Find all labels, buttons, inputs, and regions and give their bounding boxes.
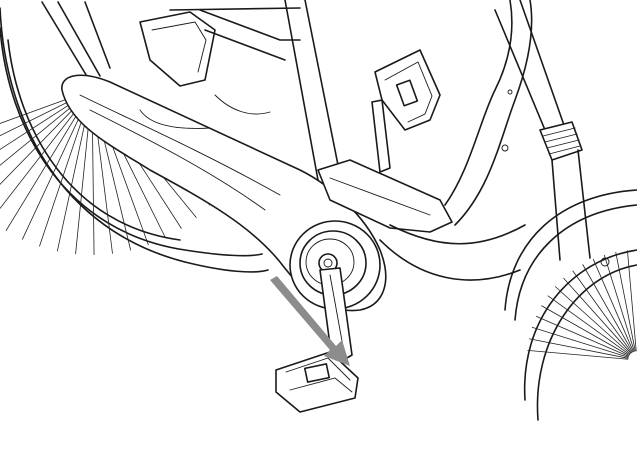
spoke — [21, 101, 87, 240]
spoke — [531, 326, 629, 358]
spoke — [529, 338, 629, 359]
spoke — [627, 250, 637, 352]
spoke — [0, 96, 82, 150]
upper-crank-arm — [371, 99, 391, 173]
spoke — [0, 100, 85, 210]
spoke — [563, 277, 632, 354]
fork-bolt — [600, 257, 610, 267]
spoke — [0, 99, 84, 185]
spoke — [554, 286, 631, 355]
spoke — [0, 98, 83, 166]
spoke — [0, 94, 80, 124]
spoke — [39, 102, 89, 247]
headset-spring — [539, 121, 583, 161]
spoke — [56, 102, 90, 252]
spoke — [541, 305, 630, 356]
spoke — [527, 350, 629, 360]
frame-bolt — [501, 144, 509, 152]
spoke — [5, 101, 86, 232]
upper-pedal — [371, 49, 441, 173]
spoke — [603, 254, 635, 352]
spoke — [535, 315, 630, 357]
frame-bolt — [507, 89, 513, 95]
spoke — [572, 270, 633, 354]
spoke — [0, 95, 81, 137]
spoke — [592, 258, 634, 353]
rear-rack — [139, 7, 301, 87]
head-tube — [494, 0, 591, 261]
frame — [284, 0, 533, 281]
front-wheel — [504, 189, 637, 421]
spoke — [582, 264, 633, 353]
spoke — [547, 295, 631, 356]
front-wheel-spokes — [527, 250, 637, 360]
spoke — [615, 252, 636, 352]
installation-arrow — [270, 276, 350, 366]
